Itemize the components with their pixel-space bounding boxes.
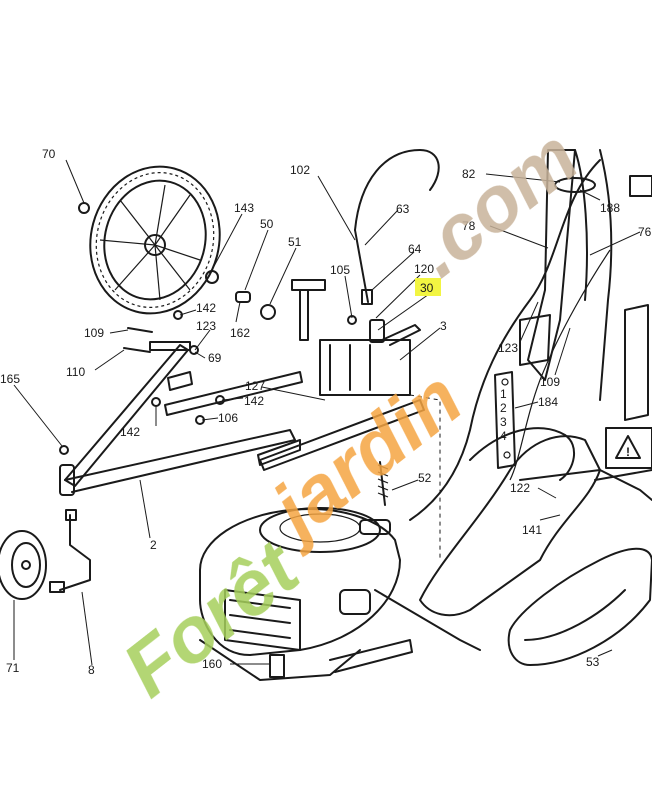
label-30: 30: [420, 281, 434, 295]
label-122: 122: [510, 481, 530, 495]
scale-mark-4: 4: [500, 429, 507, 443]
label-109: 109: [84, 326, 104, 340]
scale-mark-1: 1: [500, 387, 507, 401]
label-188: 188: [600, 201, 620, 215]
label-142-c: 142: [120, 425, 140, 439]
label-3: 3: [440, 319, 447, 333]
warning-decal: !: [605, 175, 652, 469]
label-120: 120: [414, 262, 434, 276]
label-52: 52: [418, 471, 432, 485]
label-70: 70: [42, 147, 56, 161]
label-123: 123: [196, 319, 216, 333]
drive-cable-inner: [509, 249, 611, 481]
label-162: 162: [230, 326, 250, 340]
svg-text:!: !: [626, 445, 630, 459]
label-127: 127: [245, 379, 265, 393]
label-184: 184: [538, 395, 558, 409]
rear-wheel: [89, 165, 221, 315]
scale-mark-2: 2: [500, 401, 507, 415]
label-160: 160: [202, 657, 222, 671]
height-adjuster: [259, 229, 425, 506]
front-wheel: [0, 509, 91, 600]
throttle-cable: [354, 149, 440, 231]
callout-labels: 70 143 50 51 102 63 64 105 120 30 3 82 1…: [0, 147, 652, 677]
speed-scale: [494, 371, 516, 469]
label-142-b: 142: [244, 394, 264, 408]
drive-cable: [409, 159, 601, 521]
scale-mark-3: 3: [500, 415, 507, 429]
control-rod: [374, 589, 481, 651]
label-53: 53: [586, 655, 600, 669]
label-82: 82: [462, 167, 476, 181]
label-64: 64: [408, 242, 422, 256]
label-102: 102: [290, 163, 310, 177]
label-63: 63: [396, 202, 410, 216]
label-165: 165: [0, 372, 20, 386]
label-141: 141: [522, 523, 542, 537]
label-2: 2: [150, 538, 157, 552]
label-51: 51: [288, 235, 302, 249]
dashed-guide: [409, 394, 441, 560]
label-69: 69: [208, 351, 222, 365]
label-123-b: 123: [498, 341, 518, 355]
handle-assembly: [419, 149, 652, 666]
label-78: 78: [462, 219, 476, 233]
label-106: 106: [218, 411, 238, 425]
label-71: 71: [6, 661, 20, 675]
watermark-foret: Forêt: [106, 522, 316, 713]
label-142: 142: [196, 301, 216, 315]
label-109-b: 109: [540, 375, 560, 389]
engine-assembly: [199, 507, 401, 681]
label-105: 105: [330, 263, 350, 277]
label-76: 76: [638, 225, 652, 239]
lower-bar: [329, 639, 413, 673]
leader-lines: [13, 159, 641, 666]
label-8: 8: [88, 663, 95, 677]
highlight-box: [415, 278, 441, 296]
wheel-frame: [59, 279, 326, 496]
label-110: 110: [66, 365, 85, 379]
label-143: 143: [234, 201, 254, 215]
label-50: 50: [260, 217, 274, 231]
